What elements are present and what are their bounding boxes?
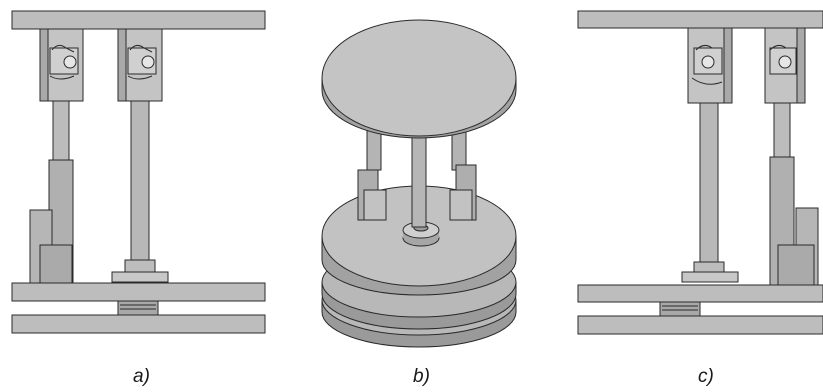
caption-b: b): [413, 366, 430, 387]
figure-b-isometric-view: [300, 0, 540, 360]
caption-a: a): [133, 366, 150, 387]
caption-c: c): [698, 366, 714, 387]
figure-a-front-view: [0, 0, 280, 360]
figure-c-front-view: [560, 0, 823, 360]
mechanism-drawing-b: [321, 19, 517, 348]
mechanism-drawing-a: [11, 10, 266, 334]
mechanism-drawing-c: [577, 10, 823, 335]
